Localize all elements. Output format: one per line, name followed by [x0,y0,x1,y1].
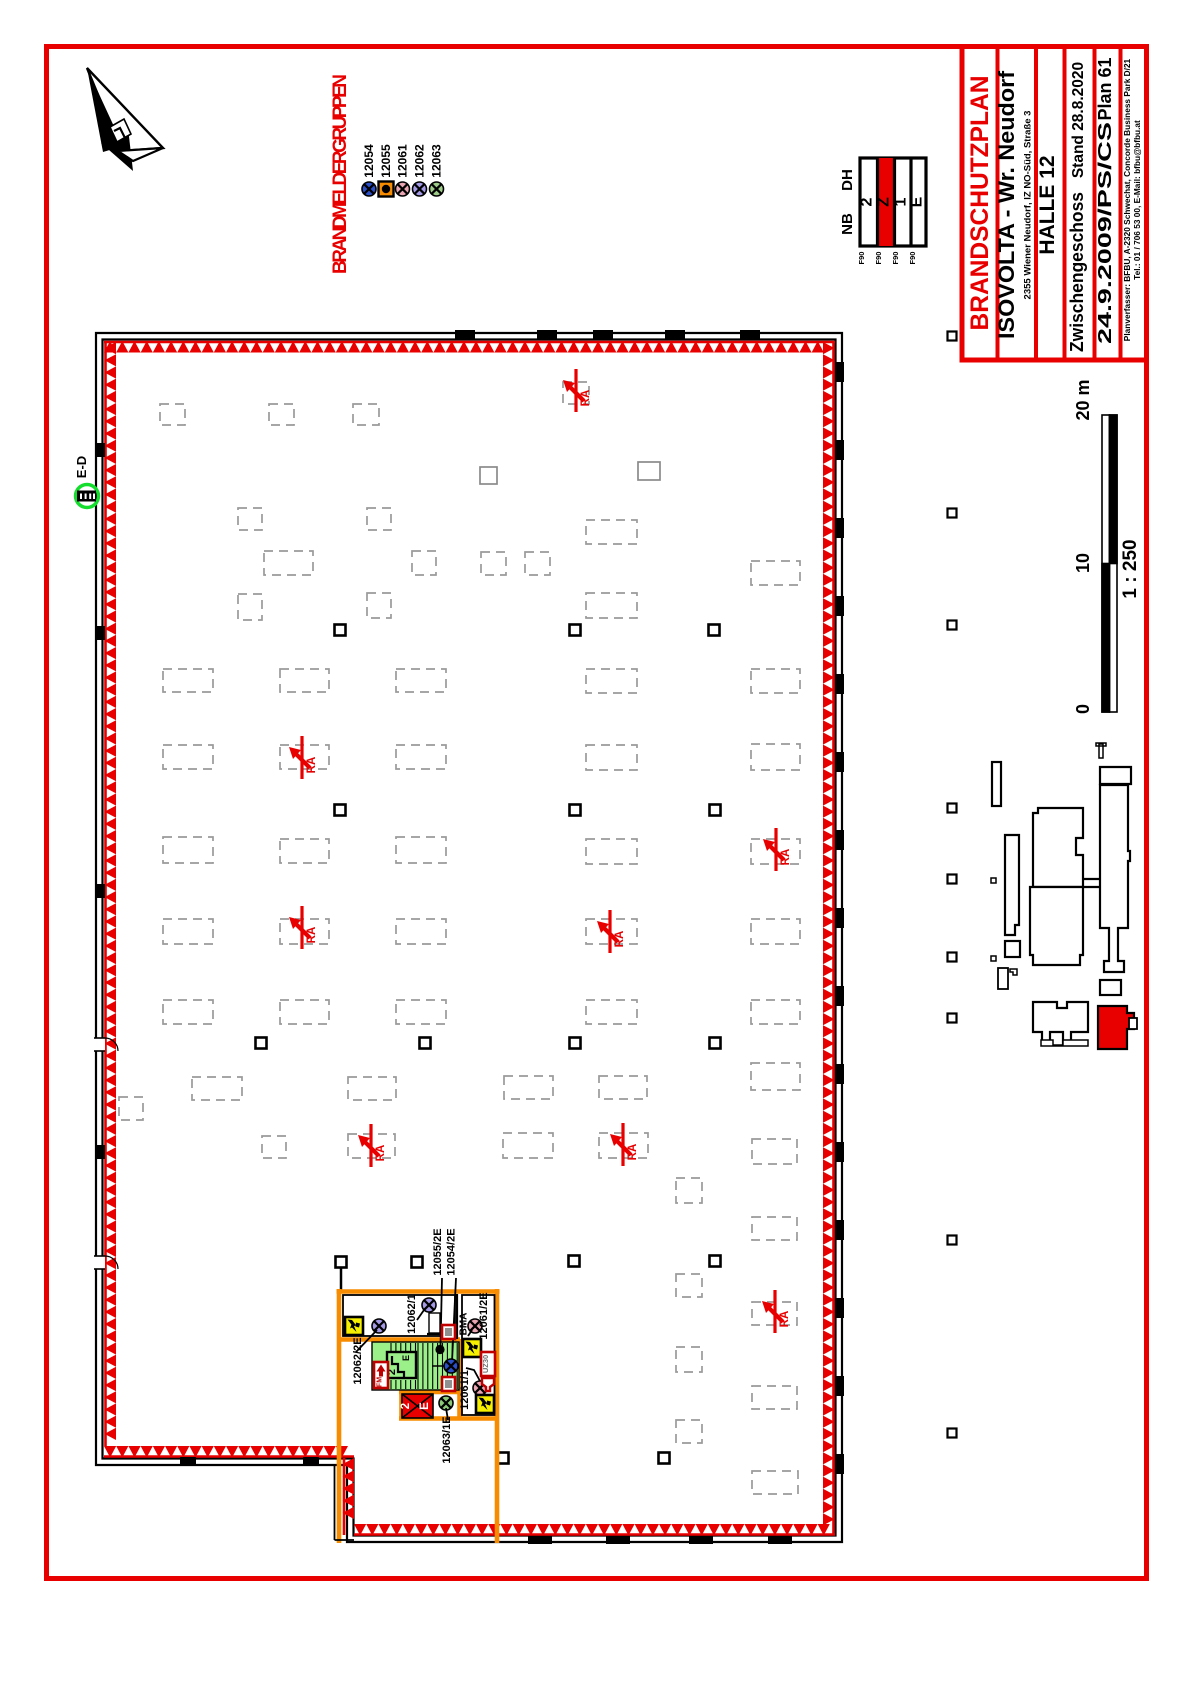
svg-text:12061: 12061 [396,144,410,178]
svg-text:E: E [401,1355,411,1361]
svg-text:Z: Z [876,197,893,207]
svg-text:BMA: BMA [459,1313,470,1336]
svg-text:Planverfasser: BFBU, A-2320 Sc: Planverfasser: BFBU, A-2320 Schwechat, C… [1122,58,1132,341]
svg-text:ISOVOLTA - Wr. Neudorf: ISOVOLTA - Wr. Neudorf [994,70,1019,339]
svg-text:20 m: 20 m [1073,379,1093,420]
svg-text:1: 1 [893,197,910,206]
svg-text:Tel.: 01 / 706 53 00, E-Mail:: Tel.: 01 / 706 53 00, E-Mail: bfbu@bfbu.… [1132,120,1142,280]
svg-text:2355 Wiener Neudorf, IZ NO-Süd: 2355 Wiener Neudorf, IZ NO-Süd, Straße 3 [1023,111,1034,300]
svg-text:DH: DH [839,169,856,191]
svg-text:Zwischengeschoss: Zwischengeschoss [1067,192,1087,352]
svg-text:E-D: E-D [74,456,89,478]
svg-text:12062/1: 12062/1 [406,1294,418,1334]
svg-text:12055/2E: 12055/2E [432,1228,444,1275]
svg-text:Stand 28.8.2020: Stand 28.8.2020 [1070,62,1087,178]
svg-text:E: E [909,196,926,207]
svg-text:E: E [419,1402,431,1410]
svg-text:HALLE 12: HALLE 12 [1036,155,1059,254]
svg-text:12062: 12062 [413,144,427,178]
svg-text:F90: F90 [857,252,866,265]
svg-text:12061/1: 12061/1 [459,1370,471,1410]
svg-text:BRANDMELDERGRUPPEN: BRANDMELDERGRUPPEN [330,74,351,274]
svg-text:2: 2 [859,197,876,206]
svg-text:2: 2 [386,1369,398,1375]
svg-text:12054: 12054 [362,144,376,178]
svg-text:12062/2E: 12062/2E [352,1337,364,1384]
svg-text:24.9.2009/PS/CS: 24.9.2009/PS/CS [1095,122,1115,344]
svg-text:BRANDSCHUTZPLAN: BRANDSCHUTZPLAN [966,76,994,331]
svg-text:NB: NB [839,213,856,235]
svg-text:12063: 12063 [430,144,444,178]
svg-text:12061/2E: 12061/2E [478,1292,490,1339]
svg-text:2: 2 [400,1403,412,1409]
svg-text:F90: F90 [908,252,917,265]
svg-text:0: 0 [1073,704,1093,714]
svg-text:F90: F90 [891,252,900,265]
svg-text:12054/2E: 12054/2E [446,1228,458,1275]
svg-text:1 : 250: 1 : 250 [1120,539,1141,598]
svg-text:10: 10 [1073,553,1093,573]
svg-text:F90: F90 [874,252,883,265]
svg-text:UZ30: UZ30 [481,1355,490,1373]
svg-text:FM: FM [377,1377,384,1387]
svg-text:Plan 61: Plan 61 [1095,57,1115,120]
svg-text:12055: 12055 [379,144,393,178]
svg-text:12063/1E: 12063/1E [441,1416,453,1463]
